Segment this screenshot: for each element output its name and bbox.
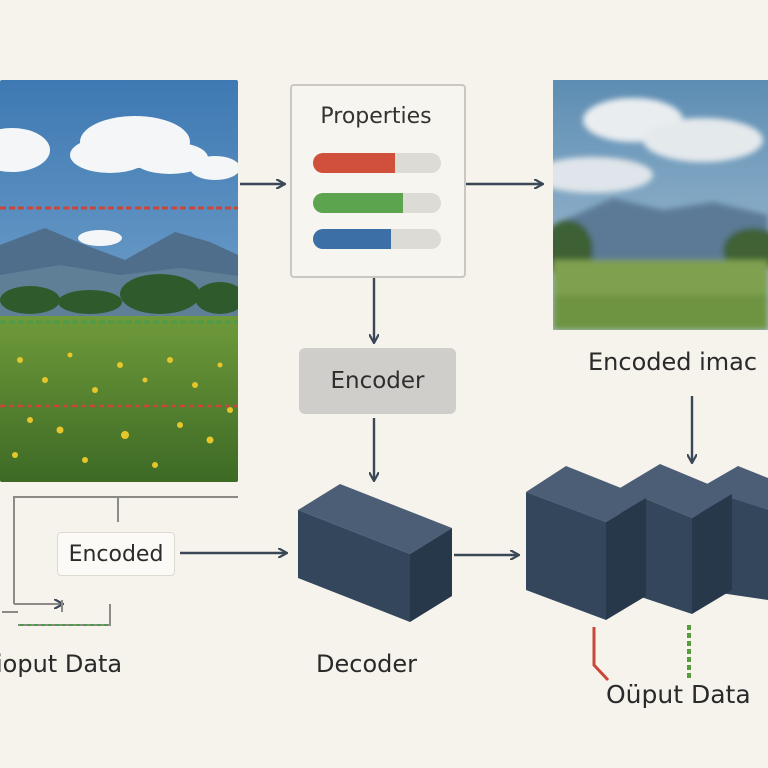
encoded-image-label: Encoded imac bbox=[588, 348, 758, 376]
property-bar-green bbox=[313, 193, 441, 213]
property-bar-red-fill bbox=[313, 153, 395, 173]
property-bar-blue-fill bbox=[313, 229, 392, 249]
encoder-label: Encoder bbox=[330, 368, 425, 394]
left-output-label: ioput Data bbox=[0, 650, 123, 678]
decoder-label: Decoder bbox=[316, 650, 417, 678]
properties-title: Properties bbox=[320, 104, 432, 129]
decoder-block bbox=[298, 484, 452, 622]
red-marker-line bbox=[592, 627, 610, 682]
output-block-1 bbox=[526, 466, 646, 620]
encoder-box: Encoder bbox=[299, 348, 456, 414]
right-output-label: Oüput Data bbox=[606, 680, 751, 709]
input-landscape-image bbox=[0, 80, 238, 482]
encoded-tag: Encoded bbox=[57, 532, 175, 576]
encoded-tag-label: Encoded bbox=[68, 541, 164, 567]
property-bar-red bbox=[313, 153, 441, 173]
encoded-landscape-image bbox=[553, 80, 768, 330]
property-bar-green-fill bbox=[313, 193, 403, 213]
left-bracket-connector bbox=[2, 496, 238, 626]
property-bar-blue bbox=[313, 229, 441, 249]
